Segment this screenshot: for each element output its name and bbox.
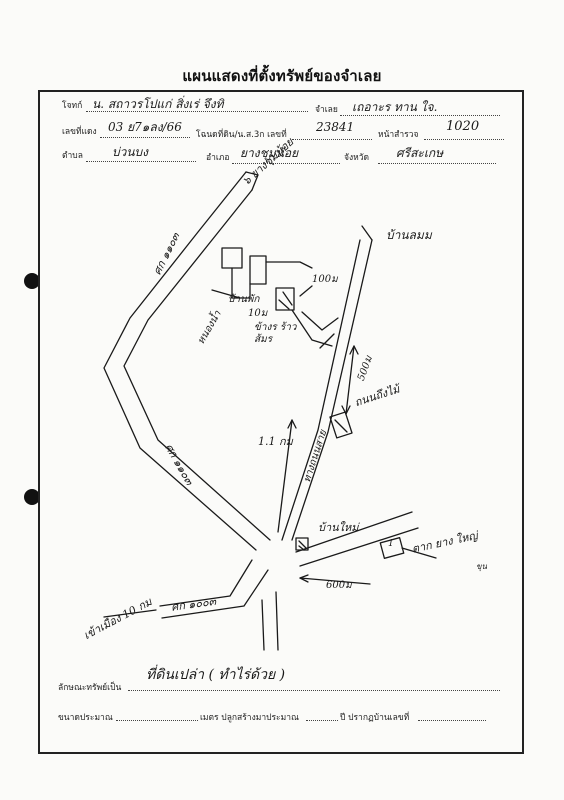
- plot-3: [275, 287, 295, 311]
- map-label-ban-mai: บ้านใหม่: [318, 521, 359, 534]
- deed-line: [100, 137, 190, 138]
- district-value: ยางชุมน้อย: [240, 146, 299, 160]
- page-label: หน้าสำรวจ: [378, 130, 419, 140]
- map-label-house-no: 1: [388, 539, 394, 549]
- defendant-label: จำเลย: [315, 105, 338, 115]
- size-end: ปี ปรากฏบ้านเลขที่: [340, 713, 410, 723]
- map-label-house: บ้านพัก: [228, 294, 260, 305]
- road-top-diagonal-inner: [123, 189, 271, 541]
- road-top-diagonal: [103, 171, 257, 551]
- punch-hole-top: [24, 273, 40, 289]
- road-main-right-inner: [281, 239, 361, 541]
- plot-2: [249, 255, 267, 285]
- province-line: [378, 163, 496, 164]
- deed-value: 03 ย7๑ลง/66: [108, 120, 182, 134]
- property-label: ลักษณะทรัพย์เป็น: [58, 683, 122, 693]
- plaintiff-label: โจทก์: [62, 101, 83, 111]
- road-bottom-down: [261, 591, 279, 651]
- plaintiff-value: น. สถาวรโปแก่ สิ่งเร่ จึงทิ: [92, 97, 224, 111]
- property-line: [128, 690, 500, 691]
- junction-block: [295, 537, 309, 551]
- road-right-junction: [295, 511, 419, 567]
- size-label: ขนาดประมาณ: [58, 713, 113, 723]
- district-label: อำเภอ: [206, 153, 230, 163]
- district-line: [232, 163, 340, 164]
- size-line-3: [418, 720, 486, 721]
- page-line: [424, 139, 504, 140]
- road-bottom-left: [159, 559, 269, 619]
- school-block: [329, 411, 353, 439]
- plaintiff-line: [86, 111, 308, 112]
- subdistrict-label: ตำบล: [62, 151, 83, 161]
- defendant-value: เถอาะร ทาน ใจ.: [352, 100, 438, 114]
- size-line-1: [116, 720, 198, 721]
- subdistrict-line: [86, 161, 196, 162]
- size-mid: เมตร ปลูกสร้างมาประมาณ: [200, 713, 299, 723]
- subdistrict-value: บ่วนบง: [112, 145, 149, 159]
- page-title: แผนแสดงที่ตั้งทรัพย์ของจำเลย: [182, 67, 382, 85]
- map-label-dist-10: 10ม: [248, 308, 268, 319]
- map-label-dist-11km: 1.1 กม: [258, 435, 293, 448]
- punch-hole-bottom: [24, 489, 40, 505]
- defendant-line: [340, 115, 500, 116]
- property-value: ที่ดินเปล่า ( ทำไร่ด้วย ): [146, 667, 286, 683]
- map-label-right-way-note: ขุน: [476, 562, 487, 571]
- map-label-dist-600: 600ม: [326, 580, 352, 591]
- map-label-dist-100: 100ม: [312, 274, 338, 285]
- province-value: ศรีสะเกษ: [396, 146, 444, 160]
- province-label: จังหวัด: [344, 153, 370, 163]
- land-no-label: โฉนดที่ดิน/น.ส.3ก เลขที่: [196, 130, 287, 140]
- house-right: [379, 537, 405, 559]
- deed-label: เลขที่แดง: [62, 127, 97, 137]
- land-no-value: 23841: [316, 120, 355, 134]
- page-value: 1020: [446, 119, 480, 134]
- map-label-owner: ข้างร ร้าวส้มร: [254, 322, 297, 345]
- size-line-2: [306, 720, 338, 721]
- map-label-village-right: บ้านลมม: [386, 228, 432, 242]
- document-frame: [38, 90, 524, 754]
- land-no-line: [292, 139, 372, 140]
- road-main-right: [291, 239, 373, 541]
- plot-1: [221, 247, 243, 269]
